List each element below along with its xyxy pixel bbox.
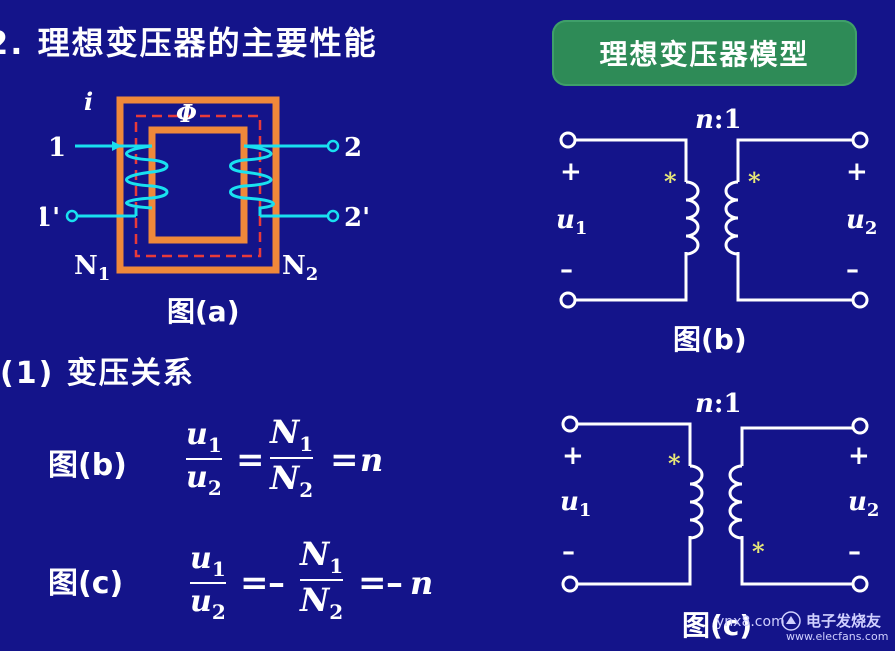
eq-b-frac-n: N1 N2 <box>270 413 314 502</box>
eq-b-equals-2: = <box>330 440 359 480</box>
fig-b-terminal-tr <box>851 131 869 149</box>
fig-c-u1: u <box>560 487 579 517</box>
eq-b-label: 图(b) <box>48 448 127 483</box>
terminal-1-label: 1 <box>48 133 66 163</box>
svg-text:u2: u2 <box>846 205 877 239</box>
fig-c-u1-sub: 1 <box>579 500 592 521</box>
terminal-2p-label: 2' <box>344 203 370 233</box>
figure-b-caption: 图(b) <box>673 323 747 356</box>
fig-c-dot-right: * <box>752 537 765 566</box>
fig-b-u2-sub: 2 <box>865 218 878 239</box>
fig-c-plus-right: + <box>848 441 870 471</box>
watermark-logo-icon <box>781 611 801 631</box>
fig-b-terminal-bl <box>559 291 577 309</box>
fig-c-terminal-tr <box>851 417 869 435</box>
watermark-right: 电子发烧友 <box>806 612 882 630</box>
fig-b-ratio-n: n <box>695 105 714 135</box>
fig-c-terminal-tl <box>561 415 579 433</box>
watermark: ynx8.com 电子发烧友 www.elecfans.com <box>716 606 889 646</box>
terminal-2-circle <box>326 139 340 153</box>
fig-b-minus-left: – <box>560 255 573 285</box>
fig-c-minus-left: – <box>562 537 575 567</box>
terminal-2-label: 2 <box>344 133 362 163</box>
eq-c-minus-1: – <box>268 563 285 603</box>
n1-label: N <box>74 251 98 281</box>
watermark-url: www.elecfans.com <box>786 630 889 643</box>
figure-c-model: n:1 * * + – + – u1 u2 <box>560 389 879 593</box>
fig-b-u1: u <box>556 205 575 235</box>
terminal-1p-label: 1' <box>40 203 60 233</box>
fig-c-primary-coil <box>689 464 704 540</box>
terminal-1p-circle <box>65 209 79 223</box>
fig-c-minus-right: – <box>848 537 861 567</box>
fig-c-plus-left: + <box>562 441 584 471</box>
svg-text:N1: N1 <box>74 251 110 285</box>
fig-c-u2: u <box>848 487 867 517</box>
fig-b-plus-left: + <box>560 157 582 187</box>
fig-c-ratio-rest: :1 <box>714 389 742 419</box>
current-label: i <box>84 88 93 116</box>
fig-b-primary-coil <box>685 180 700 256</box>
eq-c-minus-2: – <box>386 563 403 603</box>
fig-c-terminal-bl <box>561 575 579 593</box>
fig-b-terminal-br <box>851 291 869 309</box>
fig-b-dot-right: * <box>748 167 761 196</box>
svg-text:u2: u2 <box>848 487 879 521</box>
model-title: 理想变压器模型 <box>599 38 810 71</box>
terminal-2p-circle <box>326 209 340 223</box>
eq-b-equals-1: = <box>236 440 265 480</box>
svg-text:n:1: n:1 <box>695 389 742 419</box>
eq-c-frac-u: u1 u2 <box>190 541 226 624</box>
n2-subscript: 2 <box>306 264 319 285</box>
watermark-left: ynx8.com <box>716 614 785 630</box>
eq-c-label: 图(c) <box>48 566 124 601</box>
model-title-box: 理想变压器模型 <box>552 20 857 86</box>
section-title: (1) 变压关系 <box>0 356 195 391</box>
svg-text:N2: N2 <box>282 251 318 285</box>
fig-c-u2-sub: 2 <box>867 500 880 521</box>
transformer-core-inner <box>148 126 248 244</box>
fig-b-dot-left: * <box>664 167 677 196</box>
fig-c-secondary-coil <box>728 464 743 540</box>
secondary-winding <box>229 144 275 216</box>
eq-c-rhs: n <box>410 564 434 602</box>
eq-c-equals-2: = <box>358 563 387 603</box>
fig-c-terminal-br <box>851 575 869 593</box>
figure-a-transformer: i Φ 1 1' 2 2' N1 N2 <box>40 88 370 285</box>
figure-a-caption: 图(a) <box>167 295 240 328</box>
flux-label: Φ <box>176 99 197 128</box>
transformer-core-outer <box>116 96 280 274</box>
fig-c-dot-left: * <box>668 449 681 478</box>
eq-b-frac-u: u1 u2 <box>186 417 222 500</box>
fig-c-ratio-n: n <box>695 389 714 419</box>
figure-c-caption: 图(c) <box>682 609 753 642</box>
svg-text:n:1: n:1 <box>695 105 742 135</box>
fig-b-u1-sub: 1 <box>575 218 588 239</box>
n1-subscript: 1 <box>98 264 111 285</box>
primary-winding <box>125 144 169 216</box>
flux-path <box>134 114 262 258</box>
eq-b-rhs: n <box>360 441 384 479</box>
fig-b-secondary-coil <box>724 180 739 256</box>
page-heading: 2. 理想变压器的主要性能 <box>0 24 378 62</box>
fig-b-plus-right: + <box>846 157 868 187</box>
fig-b-terminal-tl <box>559 131 577 149</box>
figure-b-model: n:1 * * + – + – u1 u2 <box>556 105 877 309</box>
fig-b-minus-right: – <box>846 255 859 285</box>
svg-text:u1: u1 <box>556 205 587 239</box>
fig-b-ratio-rest: :1 <box>714 105 742 135</box>
eq-c-equals-1: = <box>240 563 269 603</box>
svg-text:u1: u1 <box>560 487 591 521</box>
eq-c-frac-n: N1 N2 <box>300 535 344 624</box>
n2-label: N <box>282 251 306 281</box>
fig-b-u2: u <box>846 205 865 235</box>
